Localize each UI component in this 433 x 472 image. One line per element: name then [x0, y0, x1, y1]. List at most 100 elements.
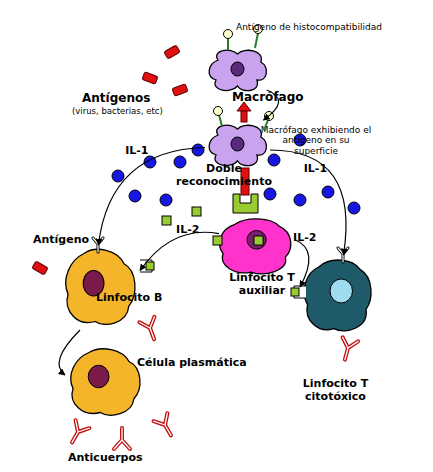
arrow-connector — [140, 232, 219, 270]
cell-membrane — [209, 125, 266, 165]
il1-dot — [192, 144, 204, 156]
arrow-connector — [59, 330, 80, 375]
antibody-outline — [114, 428, 130, 449]
cell-membrane — [71, 349, 140, 415]
il2-square — [162, 216, 171, 225]
cell-shape — [205, 120, 270, 170]
cell-shape — [300, 255, 375, 335]
antibody-inner — [114, 428, 130, 449]
antibody-outline — [337, 337, 358, 361]
antigen-head — [224, 30, 233, 39]
il2-molecules — [162, 207, 201, 225]
cell-receptors — [93, 238, 348, 262]
il1-dot — [268, 154, 280, 166]
il1-dot — [174, 156, 186, 168]
antibody — [114, 428, 130, 449]
cell-shape — [65, 345, 145, 420]
cell: Linfocito B — [60, 245, 140, 330]
cell-label: Linfocito B — [96, 292, 162, 305]
annotation-label: Antígenos — [82, 92, 150, 106]
arrow-connector — [295, 240, 309, 287]
il2-receptor — [146, 262, 154, 270]
receptor-outline — [93, 238, 103, 252]
edge-label: IL-1 — [304, 162, 327, 175]
il1-dot — [322, 186, 334, 198]
cell-membrane — [304, 260, 371, 331]
antibody-inner — [139, 317, 161, 342]
arrow-connector — [270, 150, 346, 255]
annotation-label: Anticuerpos — [68, 452, 143, 465]
cell-label: Linfocito T auxiliar — [222, 272, 302, 297]
receptor-outline — [338, 248, 348, 262]
cell: Linfocito T auxiliar — [215, 215, 295, 277]
cell: Linfocito T citotóxico — [300, 255, 375, 335]
antigens — [32, 45, 188, 275]
cell-shape — [60, 245, 140, 330]
antigen-head — [214, 107, 223, 116]
cell-label: Linfocito T citotóxico — [288, 378, 383, 403]
cell-membrane — [66, 249, 135, 324]
cell-nucleus — [330, 279, 353, 303]
antigen-stalk — [227, 38, 229, 50]
antibody — [337, 337, 358, 361]
cell-nucleus — [231, 137, 244, 151]
arrow-connector — [264, 90, 279, 120]
cell-shape — [215, 215, 295, 277]
il2-receptor — [213, 236, 222, 245]
antibody-inner — [337, 337, 358, 361]
antibody-outline — [139, 317, 161, 342]
cell-nucleus — [247, 231, 266, 250]
cell-label: Macrófago exhibiendo el antígeno en su s… — [260, 125, 372, 156]
antibody-inner — [65, 420, 89, 446]
antibody — [65, 420, 89, 446]
antigen-arrow — [237, 102, 251, 111]
annotation-label: Antígeno — [33, 234, 89, 247]
edge-label: IL-1 — [125, 144, 148, 157]
antigen-stalk — [264, 120, 268, 130]
antibody-outline — [65, 420, 89, 446]
cell: Macrófago — [205, 45, 270, 95]
antibody-inner — [154, 413, 178, 439]
antigen — [172, 84, 188, 96]
cell-nucleus — [88, 365, 109, 388]
il1-dot — [348, 202, 360, 214]
t-cell-receptor — [233, 194, 258, 213]
receptor-inner — [93, 238, 103, 252]
il1-dot — [264, 188, 276, 200]
il1-dot — [112, 170, 124, 182]
antibody-outline — [154, 413, 178, 439]
cell-label: Macrófago — [232, 91, 303, 105]
il1-dot — [129, 190, 141, 202]
cell-membrane — [209, 50, 266, 90]
il2-receptor — [254, 236, 263, 245]
presented-antigen — [241, 168, 249, 195]
arrow-connector — [98, 148, 205, 246]
cell-nucleus — [231, 62, 244, 76]
antigen-stalk — [219, 115, 222, 126]
cell: Macrófago exhibiendo el antígeno en su s… — [205, 120, 270, 170]
il2-receptor — [291, 288, 299, 296]
cell-shape — [205, 45, 270, 95]
antibody — [154, 413, 178, 439]
cell: Célula plasmática — [65, 345, 145, 420]
edge-label: IL-2 — [293, 230, 316, 243]
antigen-stem — [241, 111, 247, 122]
receptor-inner — [338, 248, 348, 262]
antigen-stalk — [255, 33, 258, 48]
antigen-head — [254, 25, 263, 34]
annotation-label: Doble reconocimiento — [175, 163, 273, 188]
histocompatibility-antigens — [214, 25, 274, 131]
annotation-label: (virus, bacterias, etc) — [72, 107, 163, 117]
antigen — [142, 72, 158, 84]
cell-label: Célula plasmática — [137, 357, 247, 370]
antigen — [32, 261, 48, 275]
il1-dot — [294, 194, 306, 206]
antibody — [139, 317, 161, 342]
cell-membrane — [219, 219, 290, 274]
antigen — [164, 45, 180, 59]
il1-dot — [160, 194, 172, 206]
il2-square — [192, 207, 201, 216]
